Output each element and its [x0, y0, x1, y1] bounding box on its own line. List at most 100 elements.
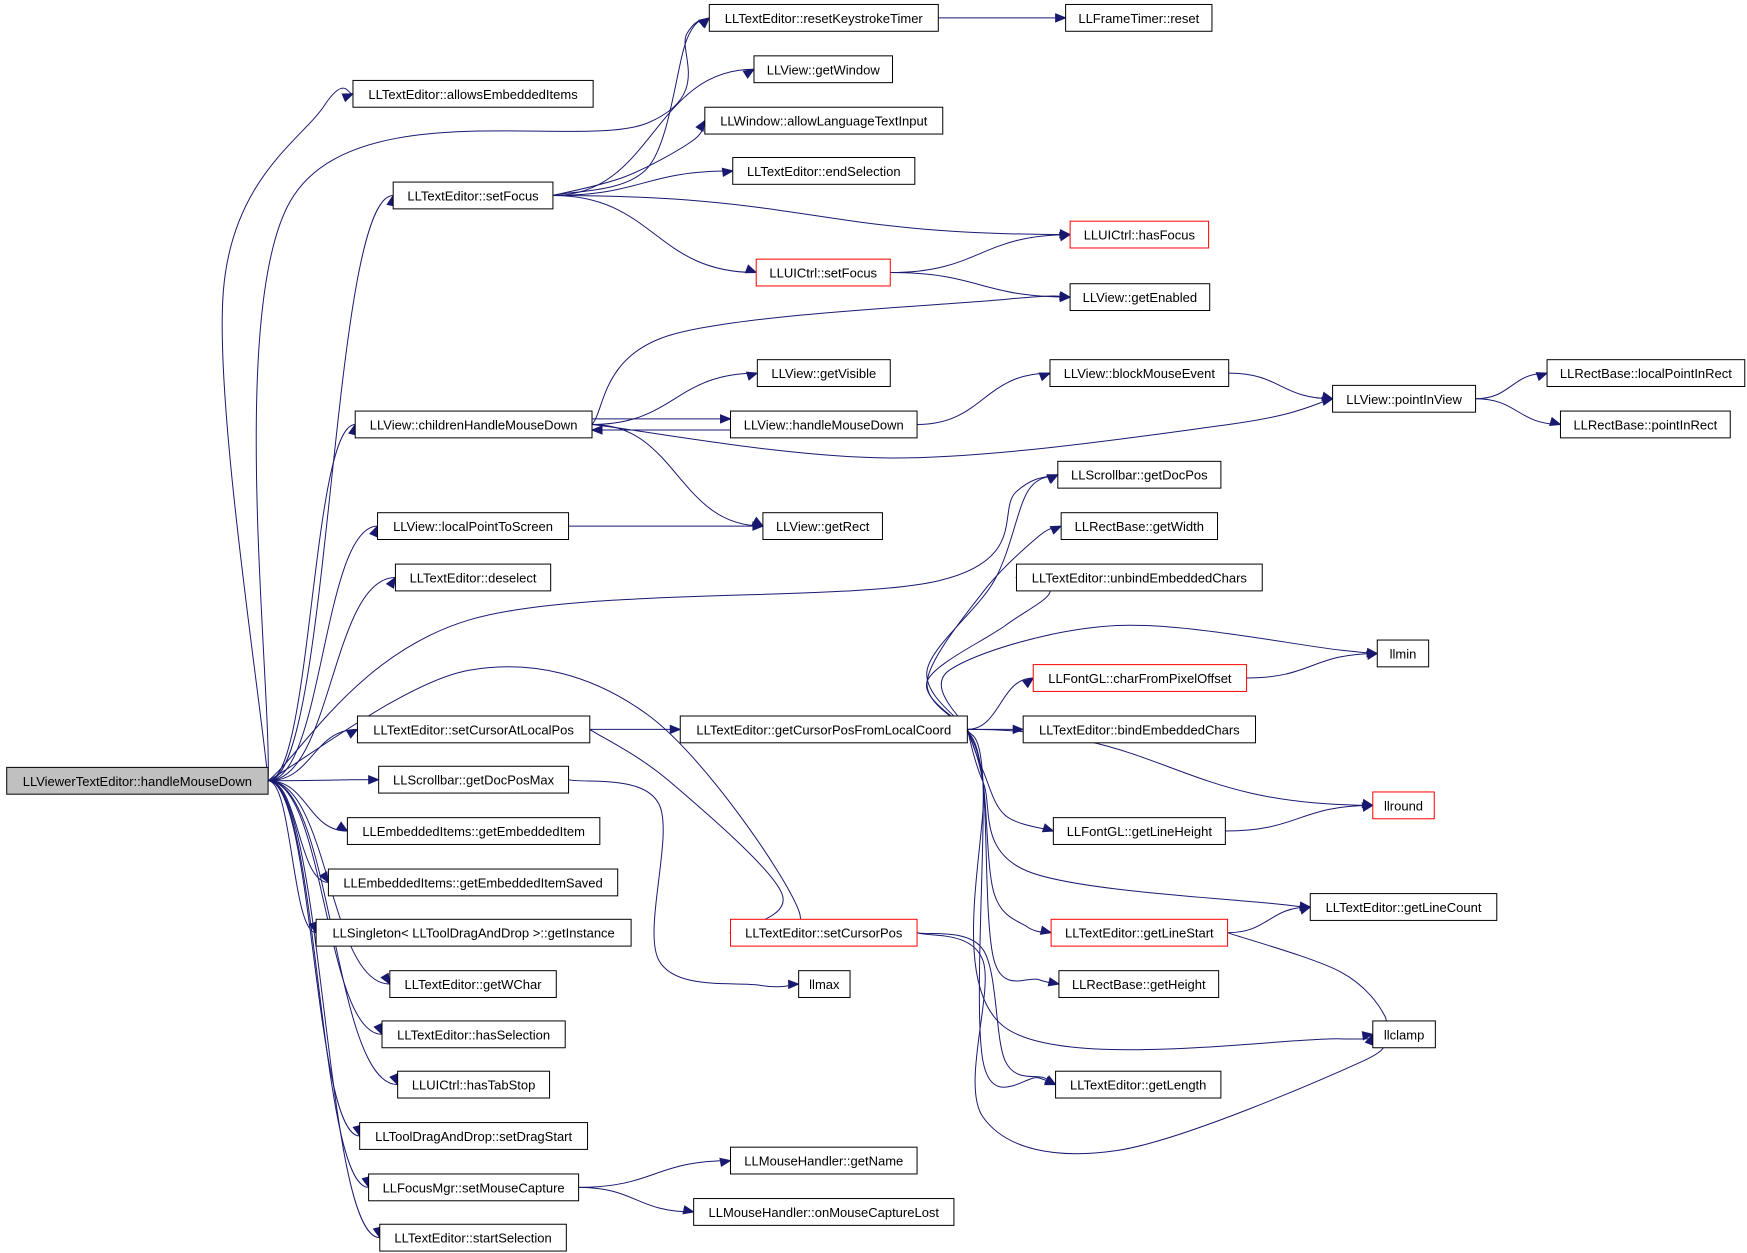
node-llview-localpointtoscreen[interactable]: LLView::localPointToScreen: [377, 512, 570, 541]
node-label: LLTextEditor::setFocus: [407, 188, 539, 203]
node-lltooldraganddrop-setdragstart[interactable]: LLToolDragAndDrop::setDragStart: [359, 1122, 589, 1150]
arrowhead: [1055, 13, 1067, 23]
node-box: [730, 1146, 918, 1175]
node-lltexteditor-getwchar[interactable]: LLTextEditor::getWChar: [389, 970, 557, 998]
node-llview-getrect[interactable]: LLView::getRect: [762, 512, 883, 541]
arrowhead: [1321, 391, 1334, 401]
node-llwindow-allowlanguagetextinput[interactable]: LLWindow::allowLanguageTextInput: [704, 106, 944, 135]
edge-n2-to-n19: [552, 119, 706, 196]
node-label: LLEmbeddedItems::getEmbeddedItem: [362, 824, 585, 839]
node-box: [762, 512, 883, 541]
node-llround[interactable]: llround: [1372, 791, 1435, 820]
node-box: [708, 3, 939, 32]
node-llviewertexteditor-handlemousedown[interactable]: LLViewerTextEditor::handleMouseDown: [6, 766, 269, 795]
node-box: [1022, 715, 1257, 744]
node-lltexteditor-resetkeystroketimer[interactable]: LLTextEditor::resetKeystrokeTimer: [708, 3, 939, 32]
node-box: [755, 258, 891, 287]
node-llrectbase-getheight[interactable]: LLRectBase::getHeight: [1058, 970, 1220, 998]
node-lluictrl-hastabstop[interactable]: LLUICtrl::hasTabStop: [397, 1070, 551, 1099]
node-label: LLViewerTextEditor::handleMouseDown: [23, 774, 252, 789]
node-llview-blockmouseevent[interactable]: LLView::blockMouseEvent: [1049, 359, 1230, 387]
node-lltexteditor-setfocus[interactable]: LLTextEditor::setFocus: [392, 181, 554, 210]
node-lltexteditor-getcursorposfromlocalcoord[interactable]: LLTextEditor::getCursorPosFromLocalCoord: [679, 715, 968, 744]
node-llfontgl-getlineheight[interactable]: LLFontGL::getLineHeight: [1052, 817, 1226, 845]
node-box: [327, 868, 619, 897]
node-label: llround: [1384, 798, 1423, 813]
node-label: LLTextEditor::endSelection: [747, 164, 901, 179]
arrowhead: [788, 979, 801, 990]
node-llsingleton-lltooldraganddrop-getinstance[interactable]: LLSingleton< LLToolDragAndDrop >::getIns…: [315, 918, 632, 947]
node-llembeddeditems-getembeddeditemsaved[interactable]: LLEmbeddedItems::getEmbeddedItemSaved: [327, 868, 619, 897]
node-lltexteditor-setcursorpos[interactable]: LLTextEditor::setCursorPos: [730, 918, 918, 947]
node-llmousehandler-getname[interactable]: LLMouseHandler::getName: [730, 1146, 918, 1175]
node-label: LLUICtrl::hasTabStop: [412, 1078, 536, 1093]
edge-n25-to-n34: [926, 474, 1059, 730]
edge-n26-to-n42: [916, 932, 1057, 1086]
edge-n2-to-n21: [552, 194, 758, 274]
arrowhead: [1046, 474, 1059, 484]
node-lltexteditor-deselect[interactable]: LLTextEditor::deselect: [394, 563, 552, 592]
node-label: llmax: [809, 977, 840, 992]
node-label: LLTextEditor::unbindEmbeddedChars: [1032, 570, 1248, 585]
node-lltexteditor-getlinecount[interactable]: LLTextEditor::getLineCount: [1309, 893, 1498, 921]
node-llview-getwindow[interactable]: LLView::getWindow: [753, 55, 893, 84]
node-llrectbase-getwidth[interactable]: LLRectBase::getWidth: [1060, 512, 1219, 541]
node-box: [1309, 893, 1498, 921]
node-label: LLRectBase::pointInRect: [1573, 417, 1717, 432]
edge-n43-to-n48: [1475, 372, 1549, 400]
node-llview-handlemousedown[interactable]: LLView::handleMouseDown: [730, 410, 918, 439]
node-lltexteditor-unbindembeddedchars[interactable]: LLTextEditor::unbindEmbeddedChars: [1015, 563, 1263, 592]
node-llscrollbar-getdocposmax[interactable]: LLScrollbar::getDocPosMax: [378, 765, 570, 794]
node-label: LLView::pointInView: [1346, 392, 1462, 407]
node-label: LLFocusMgr::setMouseCapture: [383, 1180, 565, 1195]
node-llmousehandler-onmousecapturelost[interactable]: LLMouseHandler::onMouseCaptureLost: [693, 1198, 955, 1226]
nodes-layer: LLViewerTextEditor::handleMouseDownLLTex…: [6, 3, 1746, 1252]
edge-n25-to-n42: [966, 729, 1057, 1088]
arrowhead: [721, 167, 735, 178]
edge-n3-to-n32: [591, 292, 1072, 425]
arrowhead: [719, 1157, 732, 1168]
node-label: LLFontGL::charFromPixelOffset: [1048, 671, 1232, 686]
node-label: LLView::childrenHandleMouseDown: [370, 417, 578, 432]
edge-n40-to-n47: [1227, 932, 1387, 1036]
edge-n3-to-n23: [592, 414, 732, 424]
node-llmin[interactable]: llmin: [1376, 639, 1430, 668]
node-llview-childrenhandlemousedown[interactable]: LLView::childrenHandleMouseDown: [354, 410, 593, 439]
node-lltexteditor-endselection[interactable]: LLTextEditor::endSelection: [732, 156, 916, 185]
node-label: LLRectBase::localPointInRect: [1560, 366, 1732, 381]
node-lltexteditor-setcursoratlocalpos[interactable]: LLTextEditor::setCursorAtLocalPos: [356, 715, 591, 744]
node-lluictrl-setfocus[interactable]: LLUICtrl::setFocus: [755, 258, 891, 287]
node-llview-getenabled[interactable]: LLView::getEnabled: [1069, 283, 1211, 312]
node-lltexteditor-bindembeddedchars[interactable]: LLTextEditor::bindEmbeddedChars: [1022, 715, 1257, 744]
node-llclamp[interactable]: llclamp: [1372, 1020, 1436, 1049]
node-llfontgl-charfrompixeloffset[interactable]: LLFontGL::charFromPixelOffset: [1032, 664, 1248, 692]
node-llrectbase-localpointinrect[interactable]: LLRectBase::localPointInRect: [1546, 359, 1746, 387]
node-llmax[interactable]: llmax: [798, 970, 851, 998]
node-llrectbase-pointinrect[interactable]: LLRectBase::pointInRect: [1559, 410, 1731, 439]
node-box: [381, 1020, 566, 1049]
node-llview-pointinview[interactable]: LLView::pointInView: [1332, 384, 1477, 413]
arrowhead: [1366, 650, 1379, 661]
node-lltexteditor-hasselection[interactable]: LLTextEditor::hasSelection: [381, 1020, 566, 1049]
node-box: [377, 512, 570, 541]
edge-n2-to-n20: [552, 167, 735, 196]
node-llembeddeditems-getembeddeditem[interactable]: LLEmbeddedItems::getEmbeddedItem: [346, 817, 601, 845]
node-box: [679, 715, 968, 744]
node-lltexteditor-startselection[interactable]: LLTextEditor::startSelection: [379, 1223, 567, 1252]
node-lluictrl-hasfocus[interactable]: LLUICtrl::hasFocus: [1069, 220, 1210, 249]
node-box: [356, 715, 591, 744]
node-lltexteditor-getlinestart[interactable]: LLTextEditor::getLineStart: [1050, 918, 1229, 947]
node-llframetimer-reset[interactable]: LLFrameTimer::reset: [1065, 3, 1213, 32]
arrowhead: [742, 68, 756, 79]
node-label: LLView::getEnabled: [1083, 290, 1197, 305]
node-box: [756, 359, 891, 387]
edge-n17-to-n30: [938, 13, 1067, 23]
arrowhead: [341, 93, 355, 103]
node-llview-getvisible[interactable]: LLView::getVisible: [756, 359, 891, 387]
node-lltexteditor-getlength[interactable]: LLTextEditor::getLength: [1055, 1070, 1222, 1099]
node-llfocusmgr-setmousecapture[interactable]: LLFocusMgr::setMouseCapture: [368, 1173, 580, 1202]
node-llscrollbar-getdocpos[interactable]: LLScrollbar::getDocPos: [1057, 460, 1222, 489]
edge-n39-to-n45: [1225, 802, 1375, 832]
node-lltexteditor-allowsembeddeditems[interactable]: LLTextEditor::allowsEmbeddedItems: [352, 79, 594, 108]
